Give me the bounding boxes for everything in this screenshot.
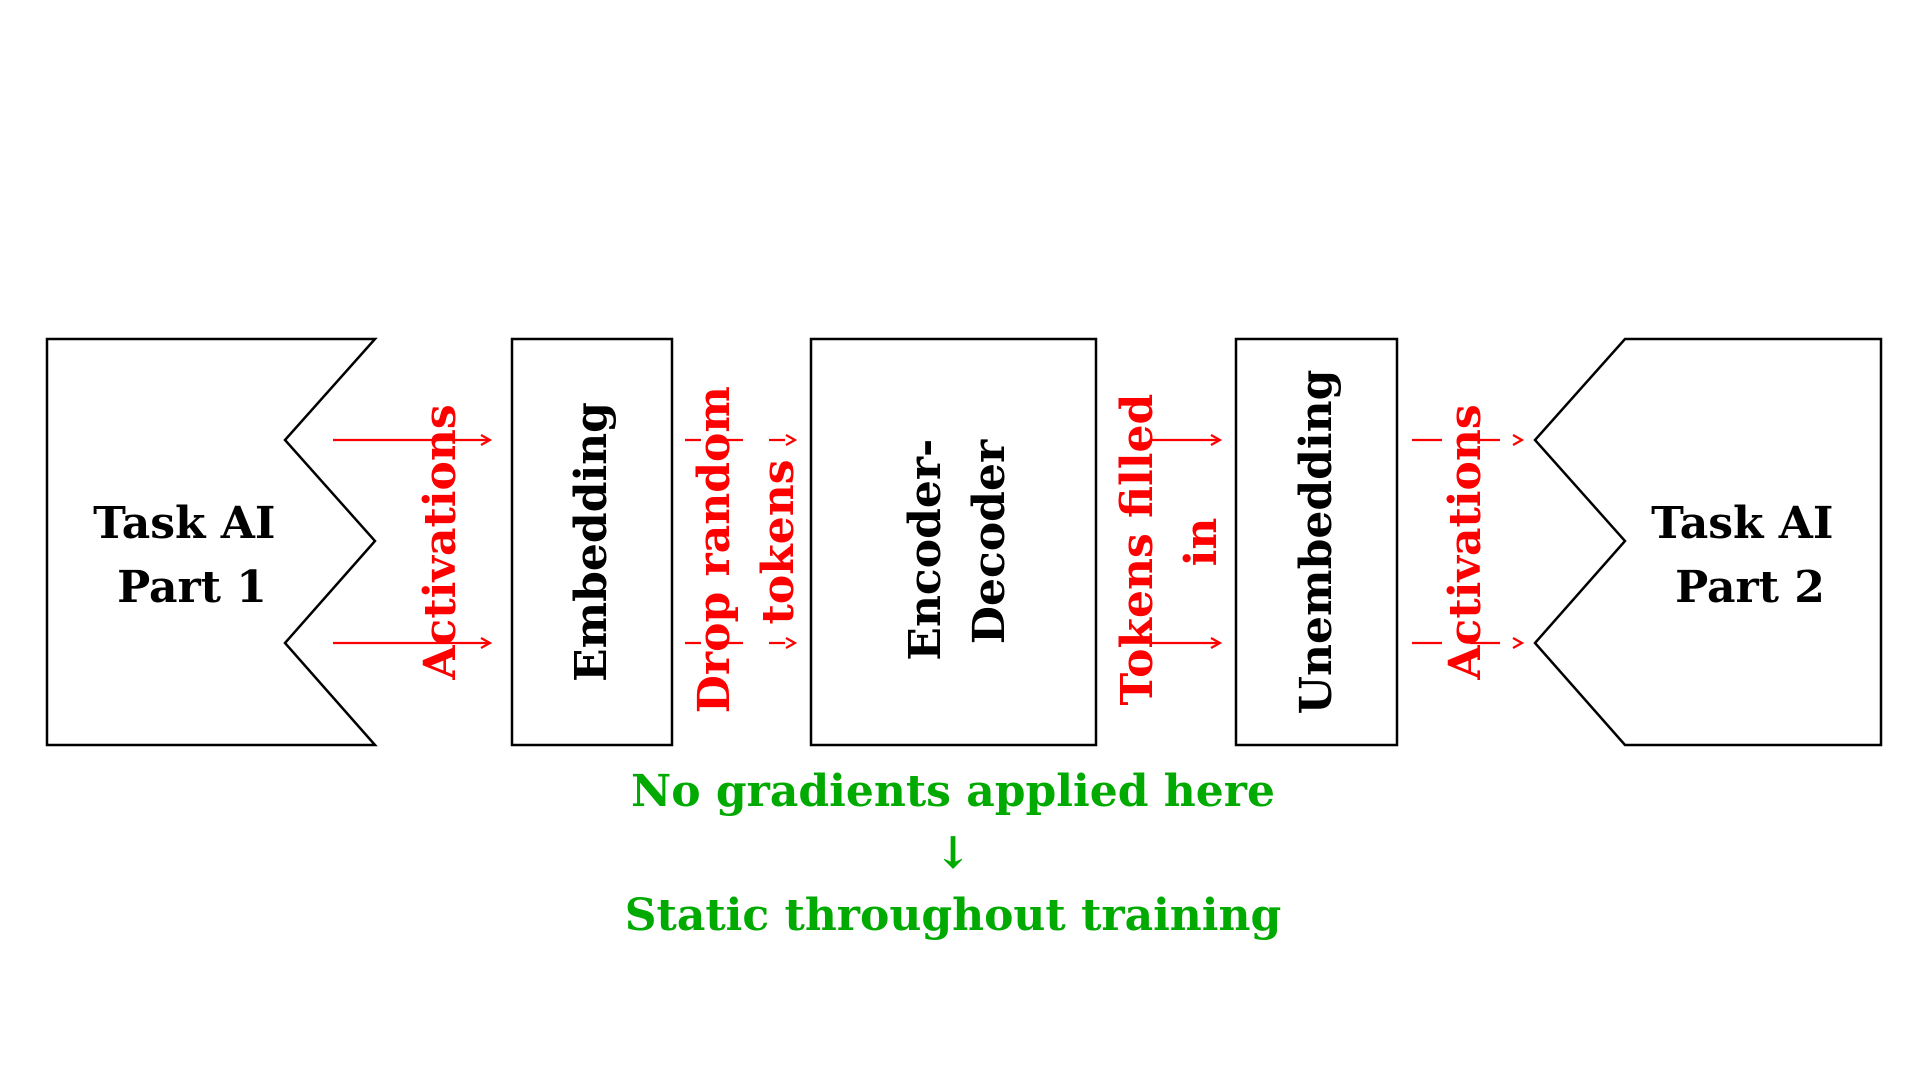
task-ai-part2-shape [1533, 337, 1883, 747]
activations-out-label: Activations [1440, 404, 1491, 680]
task-ai-part2-block: Task AI Part 2 [1533, 337, 1883, 747]
flow-activations-in: Activations [333, 404, 490, 681]
encoder-decoder-shape [809, 337, 1098, 747]
embedding-shape [510, 337, 674, 747]
encoder-decoder-line2: Decoder [964, 439, 1015, 644]
task-ai-part1-label: Task AI Part 1 [93, 498, 291, 613]
embedding-label: Embedding [566, 402, 617, 682]
flow-activations-out: Activations [1412, 404, 1522, 681]
activations-out-line1: Activations [1440, 404, 1491, 680]
task-ai-part1-line1: Task AI [93, 498, 275, 549]
task-ai-part1-shape [45, 337, 378, 747]
unembedding-block: Unembedding [1234, 337, 1399, 747]
task-ai-part1-line2: Part 1 [117, 562, 267, 613]
encoder-decoder-label: Encoder- Decoder [900, 423, 1015, 660]
encoder-decoder-block: Encoder- Decoder [809, 337, 1098, 747]
unembedding-line1: Unembedding [1291, 370, 1342, 715]
flow-drop-random-tokens: Drop random tokens [685, 371, 804, 713]
drop-tokens-line1: Drop random [689, 386, 740, 713]
task-ai-part2-line2: Part 2 [1675, 562, 1825, 613]
task-ai-part2-line1: Task AI [1651, 498, 1833, 549]
unembedding-shape [1234, 337, 1399, 747]
embedding-line1: Embedding [566, 402, 617, 682]
drop-tokens-line2: tokens [753, 460, 804, 625]
note-line1: No gradients applied here [631, 766, 1275, 817]
static-weights-note: No gradients applied here ↓ Static throu… [625, 766, 1282, 941]
task-ai-part1-block: Task AI Part 1 [45, 337, 378, 747]
encoder-decoder-line1: Encoder- [900, 439, 951, 661]
task-ai-part2-label: Task AI Part 2 [1651, 498, 1849, 613]
note-down-arrow: ↓ [935, 828, 972, 879]
flow-tokens-filled-in: Tokens filled in [1112, 378, 1227, 706]
embedding-block: Embedding [510, 337, 674, 747]
tokens-filled-line2: in [1176, 518, 1227, 567]
unembedding-label: Unembedding [1291, 370, 1342, 715]
activations-in-line1: Activations [415, 404, 466, 680]
note-line2: Static throughout training [625, 890, 1282, 941]
activations-in-label: Activations [415, 404, 466, 680]
drop-tokens-label: Drop random tokens [689, 371, 804, 713]
tokens-filled-label: Tokens filled in [1112, 378, 1227, 705]
tokens-filled-line1: Tokens filled [1112, 394, 1163, 706]
